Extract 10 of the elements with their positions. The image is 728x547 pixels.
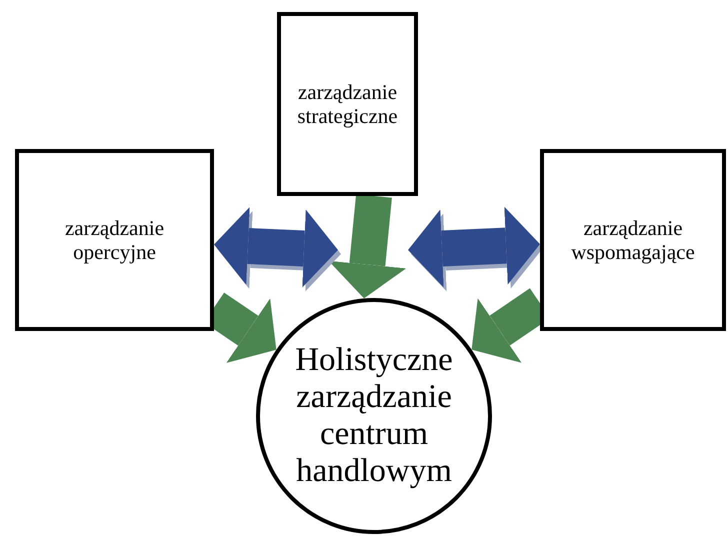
node-label: zarządzanie strategiczne: [296, 78, 399, 130]
process-box: [15, 149, 214, 331]
process-box: [277, 12, 418, 196]
block-arrow: [408, 206, 540, 288]
block-arrow: [214, 207, 338, 288]
node-label: Holistyczne zarządzanie centrum handlowym: [294, 341, 454, 491]
block-arrow: [328, 194, 406, 298]
node-label: zarządzanie wspomagające: [570, 214, 696, 266]
node-label: zarządzanie opercyjne: [64, 214, 166, 266]
process-box: [540, 149, 726, 331]
